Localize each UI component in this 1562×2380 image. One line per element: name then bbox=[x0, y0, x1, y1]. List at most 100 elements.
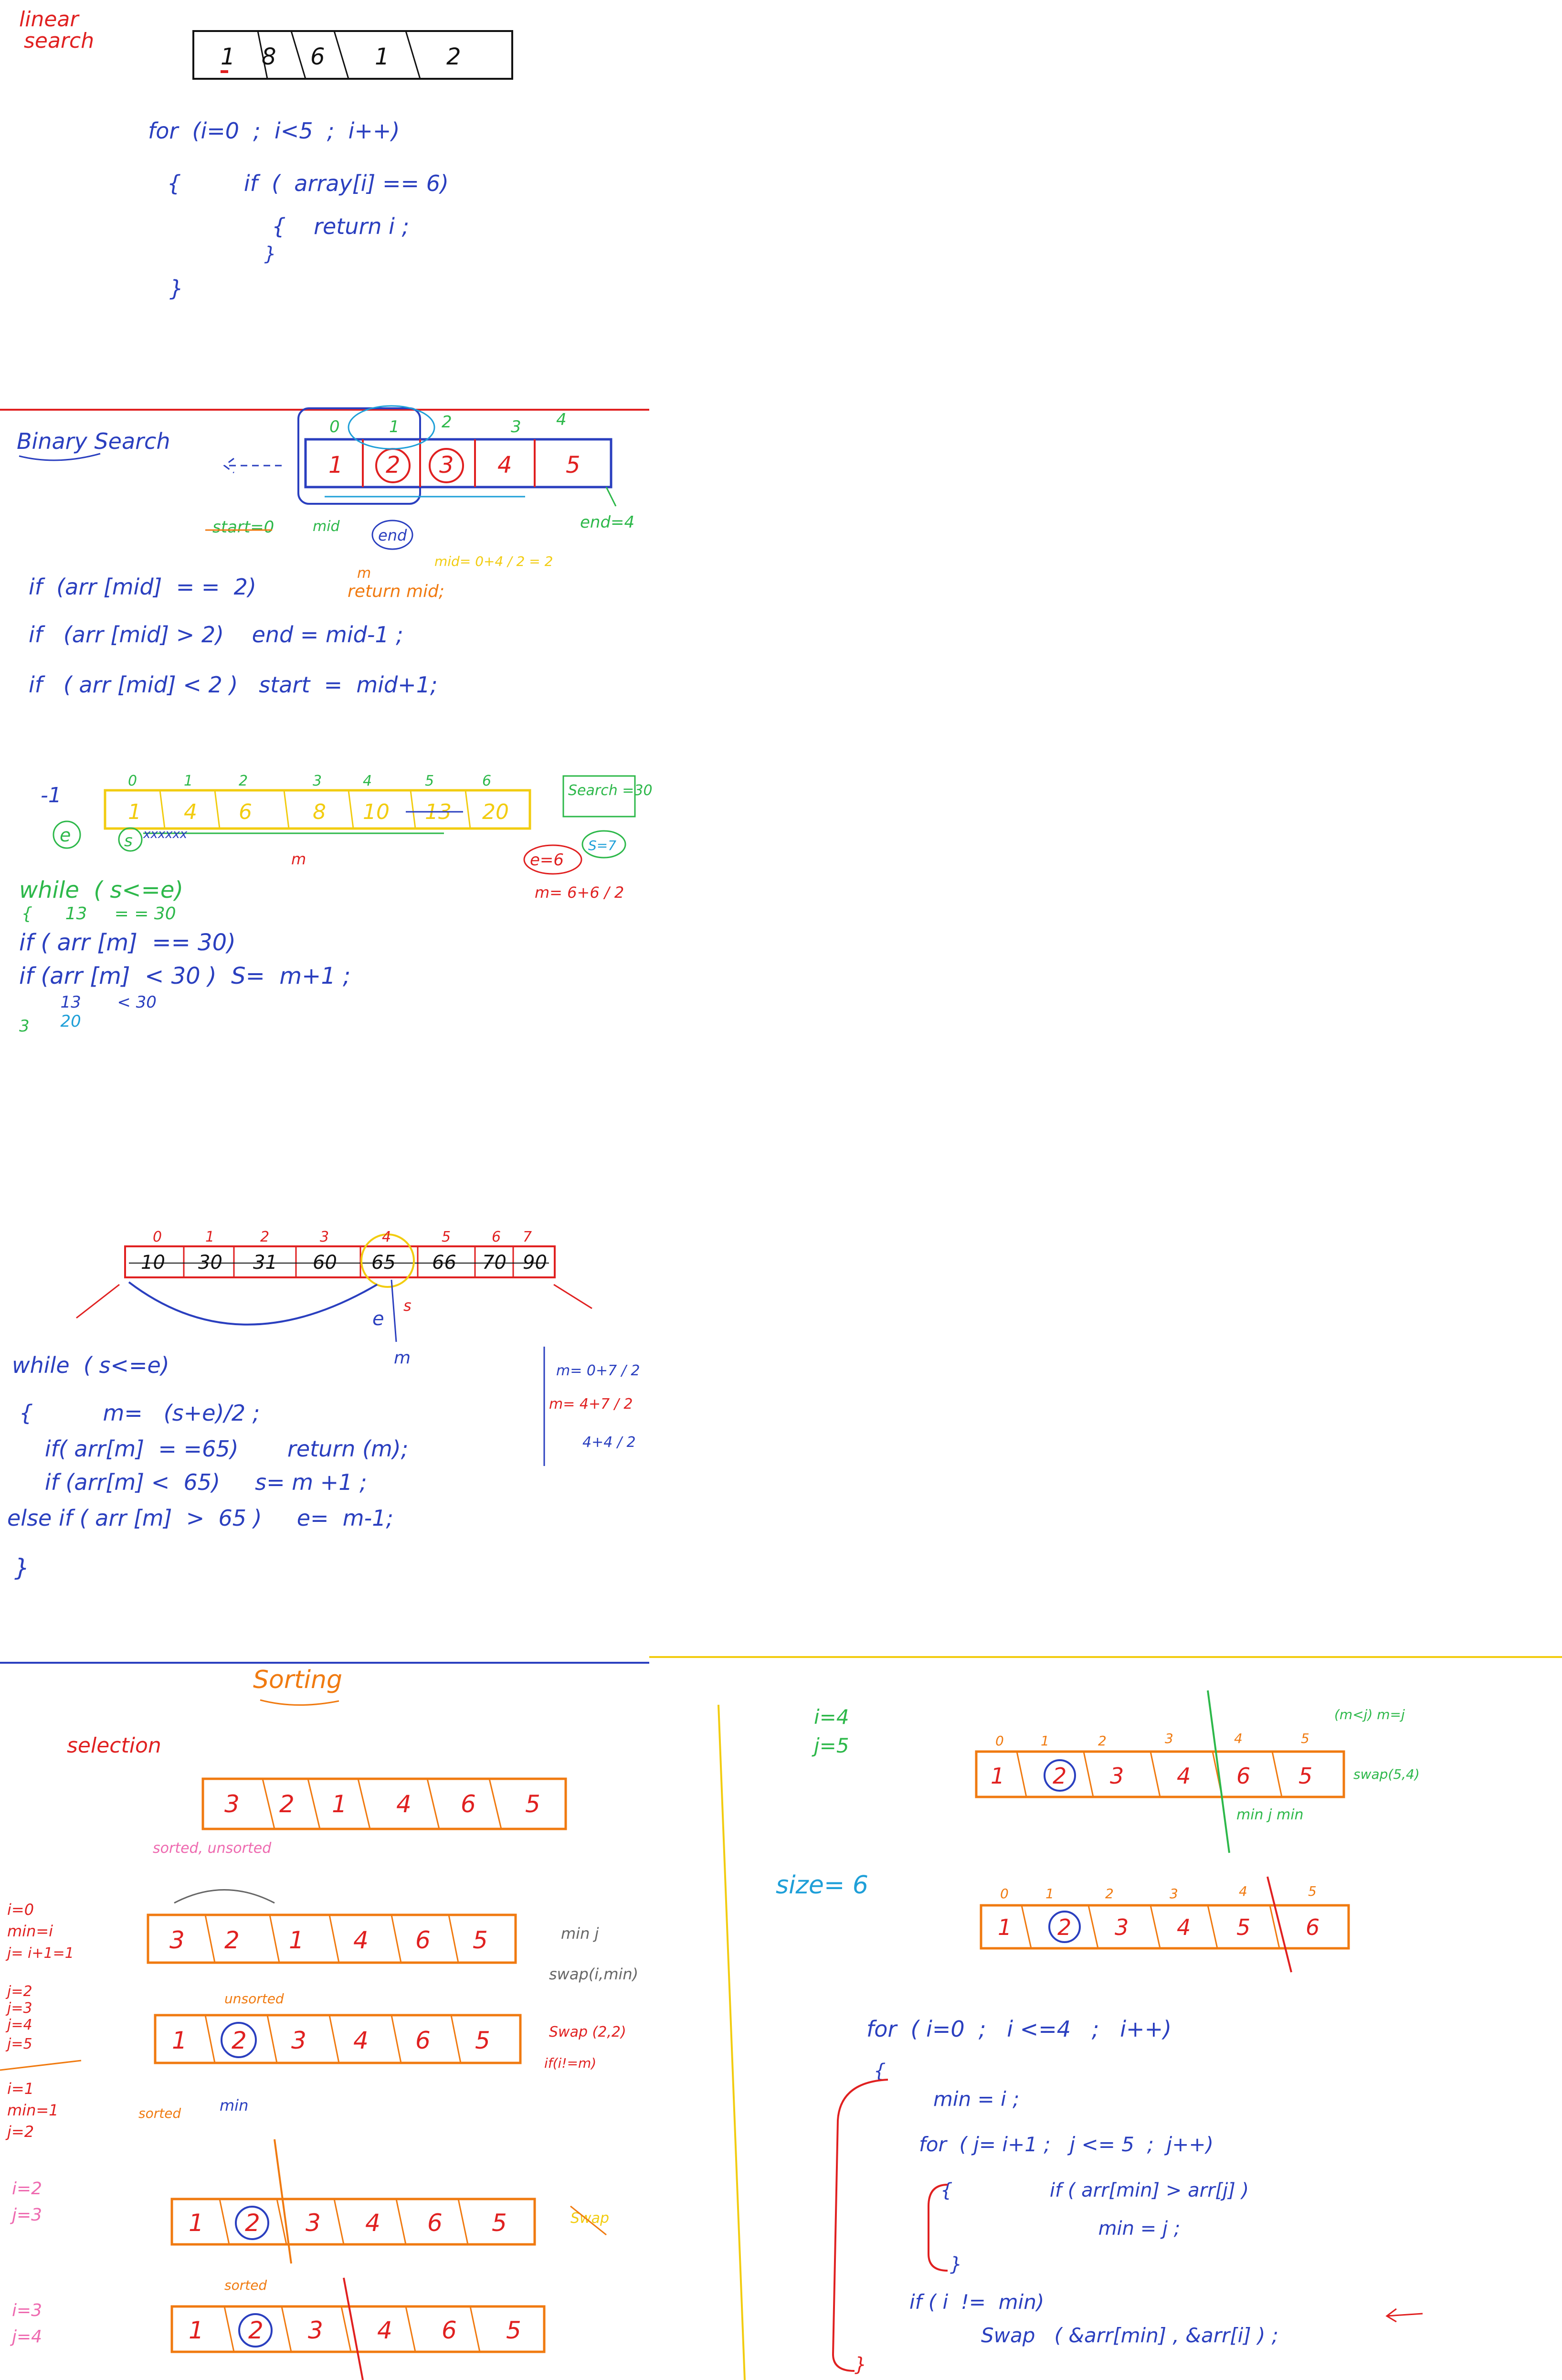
sort-cell: 5 bbox=[506, 2316, 521, 2344]
unsorted-note: unsorted bbox=[224, 1991, 284, 2007]
binary2-cell: 4 bbox=[184, 800, 197, 824]
binary1-cell: 4 bbox=[497, 452, 512, 478]
right-sorting-section: i=4 j=5 size= 6 1 2 3 4 6 5 0 1 2 3 4 5 … bbox=[776, 1690, 1423, 2376]
right-code-line: for ( j= i+1 ; j <= 5 ; j++) bbox=[919, 2133, 1214, 2156]
linear-code-line: { if ( array[i] == 6) bbox=[167, 170, 449, 196]
right-index: 3 bbox=[1170, 1886, 1178, 1902]
sort-row-4: 1 2 3 4 6 5 Swap bbox=[170, 2139, 609, 2264]
binary2-e-note: e bbox=[60, 825, 71, 846]
binary3-code-line: { m= (s+e)/2 ; bbox=[19, 1400, 260, 1426]
linear-cell-value: 8 bbox=[262, 43, 276, 70]
selection-label: selection bbox=[67, 1733, 161, 1758]
right-code-line: for ( i=0 ; i <=4 ; i++) bbox=[866, 2016, 1172, 2042]
e-circle bbox=[53, 820, 81, 849]
left-var: j=3 bbox=[5, 2000, 32, 2017]
sort-cell: 4 bbox=[353, 1926, 369, 1954]
left-var: i=3 bbox=[12, 2301, 42, 2320]
right-var: j=5 bbox=[812, 1734, 849, 1757]
binary2-code-line: 3 bbox=[19, 1017, 30, 1036]
binary1-circle-3 bbox=[429, 448, 464, 483]
binary1-cell: 5 bbox=[566, 452, 580, 478]
s7-circle bbox=[581, 830, 626, 859]
sort-cell: 4 bbox=[365, 2209, 380, 2237]
swap-x-note: Swap bbox=[570, 2210, 609, 2227]
binary1-index: 4 bbox=[556, 410, 567, 429]
binary3-code-line: while ( s<=e) bbox=[12, 1352, 169, 1378]
binary3-code-line: if( arr[m] = =65) return (m); bbox=[24, 1436, 408, 1462]
binary2-index: 0 bbox=[128, 773, 137, 789]
linear-code-line: } bbox=[167, 243, 276, 265]
right-cell: 4 bbox=[1177, 1763, 1191, 1789]
binary3-e-note: e bbox=[372, 1308, 384, 1330]
binary1-index: 3 bbox=[511, 417, 521, 436]
sorted2-note: sorted bbox=[224, 2277, 267, 2293]
right-cell: 4 bbox=[1177, 1914, 1191, 1940]
if-imin-note: if(i!=m) bbox=[544, 2055, 596, 2071]
binary2-index: 4 bbox=[363, 773, 372, 789]
sorted-note: sorted bbox=[138, 2105, 181, 2121]
sorted-boundary bbox=[274, 2139, 292, 2264]
binary3-code-line: else if ( arr [m] > 65 ) e= m-1; bbox=[7, 1505, 393, 1531]
binary1-mid-formula: mid= 0+4 / 2 = 2 bbox=[434, 553, 553, 569]
binary3-index: 4 bbox=[382, 1229, 391, 1245]
right-var: i=4 bbox=[814, 1705, 849, 1729]
sort-cell: 3 bbox=[308, 2316, 323, 2344]
sort-cell: 1 bbox=[189, 2316, 204, 2344]
linear-divider bbox=[333, 31, 349, 79]
binary3-index: 3 bbox=[320, 1229, 329, 1245]
swap-i-min-note: swap(i,min) bbox=[549, 1965, 638, 1983]
binary1-return-note: return mid; bbox=[348, 582, 444, 601]
binary2-divider bbox=[159, 790, 166, 829]
sort-row-2: 3 2 1 4 6 5 min j swap(i,min) bbox=[147, 1889, 638, 1983]
min-note: min bbox=[220, 2096, 248, 2114]
binary1-code-line: if (arr [mid] > 2) end = mid-1 ; bbox=[29, 622, 403, 648]
left-var: j=3 bbox=[10, 2205, 42, 2225]
binary2-divider bbox=[214, 790, 221, 829]
binary2-code-line: 20 bbox=[19, 1012, 81, 1031]
left-var: j=4 bbox=[5, 2017, 32, 2033]
binary2-divider bbox=[464, 790, 471, 829]
sort-cell: 4 bbox=[353, 2027, 369, 2054]
binary2-cell: 6 bbox=[239, 800, 252, 824]
right-index: 0 bbox=[995, 1733, 1004, 1749]
binary3-index: 7 bbox=[523, 1229, 532, 1245]
binary2-index: 5 bbox=[425, 773, 434, 789]
binary2-divider bbox=[348, 790, 354, 829]
binary2-m-formula: m= 6+6 / 2 bbox=[535, 883, 624, 902]
sort-cell: 5 bbox=[492, 2209, 507, 2237]
inner-bracket bbox=[928, 2184, 948, 2272]
linear-title-2: search bbox=[24, 29, 94, 53]
sort-cell: 1 bbox=[172, 2027, 187, 2054]
left-var: j=4 bbox=[10, 2327, 42, 2347]
sort-cell: 6 bbox=[461, 1790, 476, 1818]
sort-cell: 5 bbox=[475, 2027, 490, 2054]
binary2-minus1: -1 bbox=[41, 783, 62, 808]
left-divider bbox=[0, 2060, 82, 2071]
circled-min bbox=[221, 2022, 257, 2058]
binary1-code-line: if ( arr [mid] < 2 ) start = mid+1; bbox=[29, 672, 437, 698]
dashed-left-arrow bbox=[223, 457, 282, 474]
sort-cell: 6 bbox=[442, 2316, 457, 2344]
right-code-line: Swap ( &arr[min] , &arr[i] ) ; bbox=[981, 2324, 1278, 2347]
left-var: i=1 bbox=[7, 2080, 34, 2098]
sorted-unsorted-note: sorted, unsorted bbox=[153, 1840, 272, 1857]
sorted-boundary bbox=[343, 2277, 364, 2380]
binary-search-section-3: 10 30 31 60 65 66 70 90 0 1 2 3 4 5 6 7 … bbox=[7, 1229, 640, 1582]
binary-search-section-2: -1 1 4 6 8 10 13 20 0 1 2 3 4 5 6 Search… bbox=[19, 773, 653, 1036]
binary2-cell: 1 bbox=[128, 800, 141, 824]
outer-bracket bbox=[832, 2079, 888, 2372]
sort-cell: 3 bbox=[291, 2027, 306, 2054]
right-cell: 3 bbox=[1115, 1914, 1129, 1940]
left-var: j=2 bbox=[5, 1983, 32, 2000]
binary1-mid-note: mid bbox=[313, 518, 340, 535]
m-lt-j-note: (m<j) m=j bbox=[1334, 1707, 1405, 1722]
binary2-index: 2 bbox=[239, 773, 248, 789]
right-code-line: min = j ; bbox=[940, 2218, 1180, 2240]
sorting-section: Sorting selection 3 2 1 4 6 5 sorted, un… bbox=[0, 1666, 638, 2380]
right-code-line: } bbox=[950, 2253, 962, 2275]
binary1-end-circle-note: end bbox=[378, 526, 407, 544]
partition-line bbox=[1266, 1876, 1292, 1973]
right-index: 1 bbox=[1041, 1733, 1049, 1749]
cyan-annotation-loop bbox=[348, 405, 435, 450]
